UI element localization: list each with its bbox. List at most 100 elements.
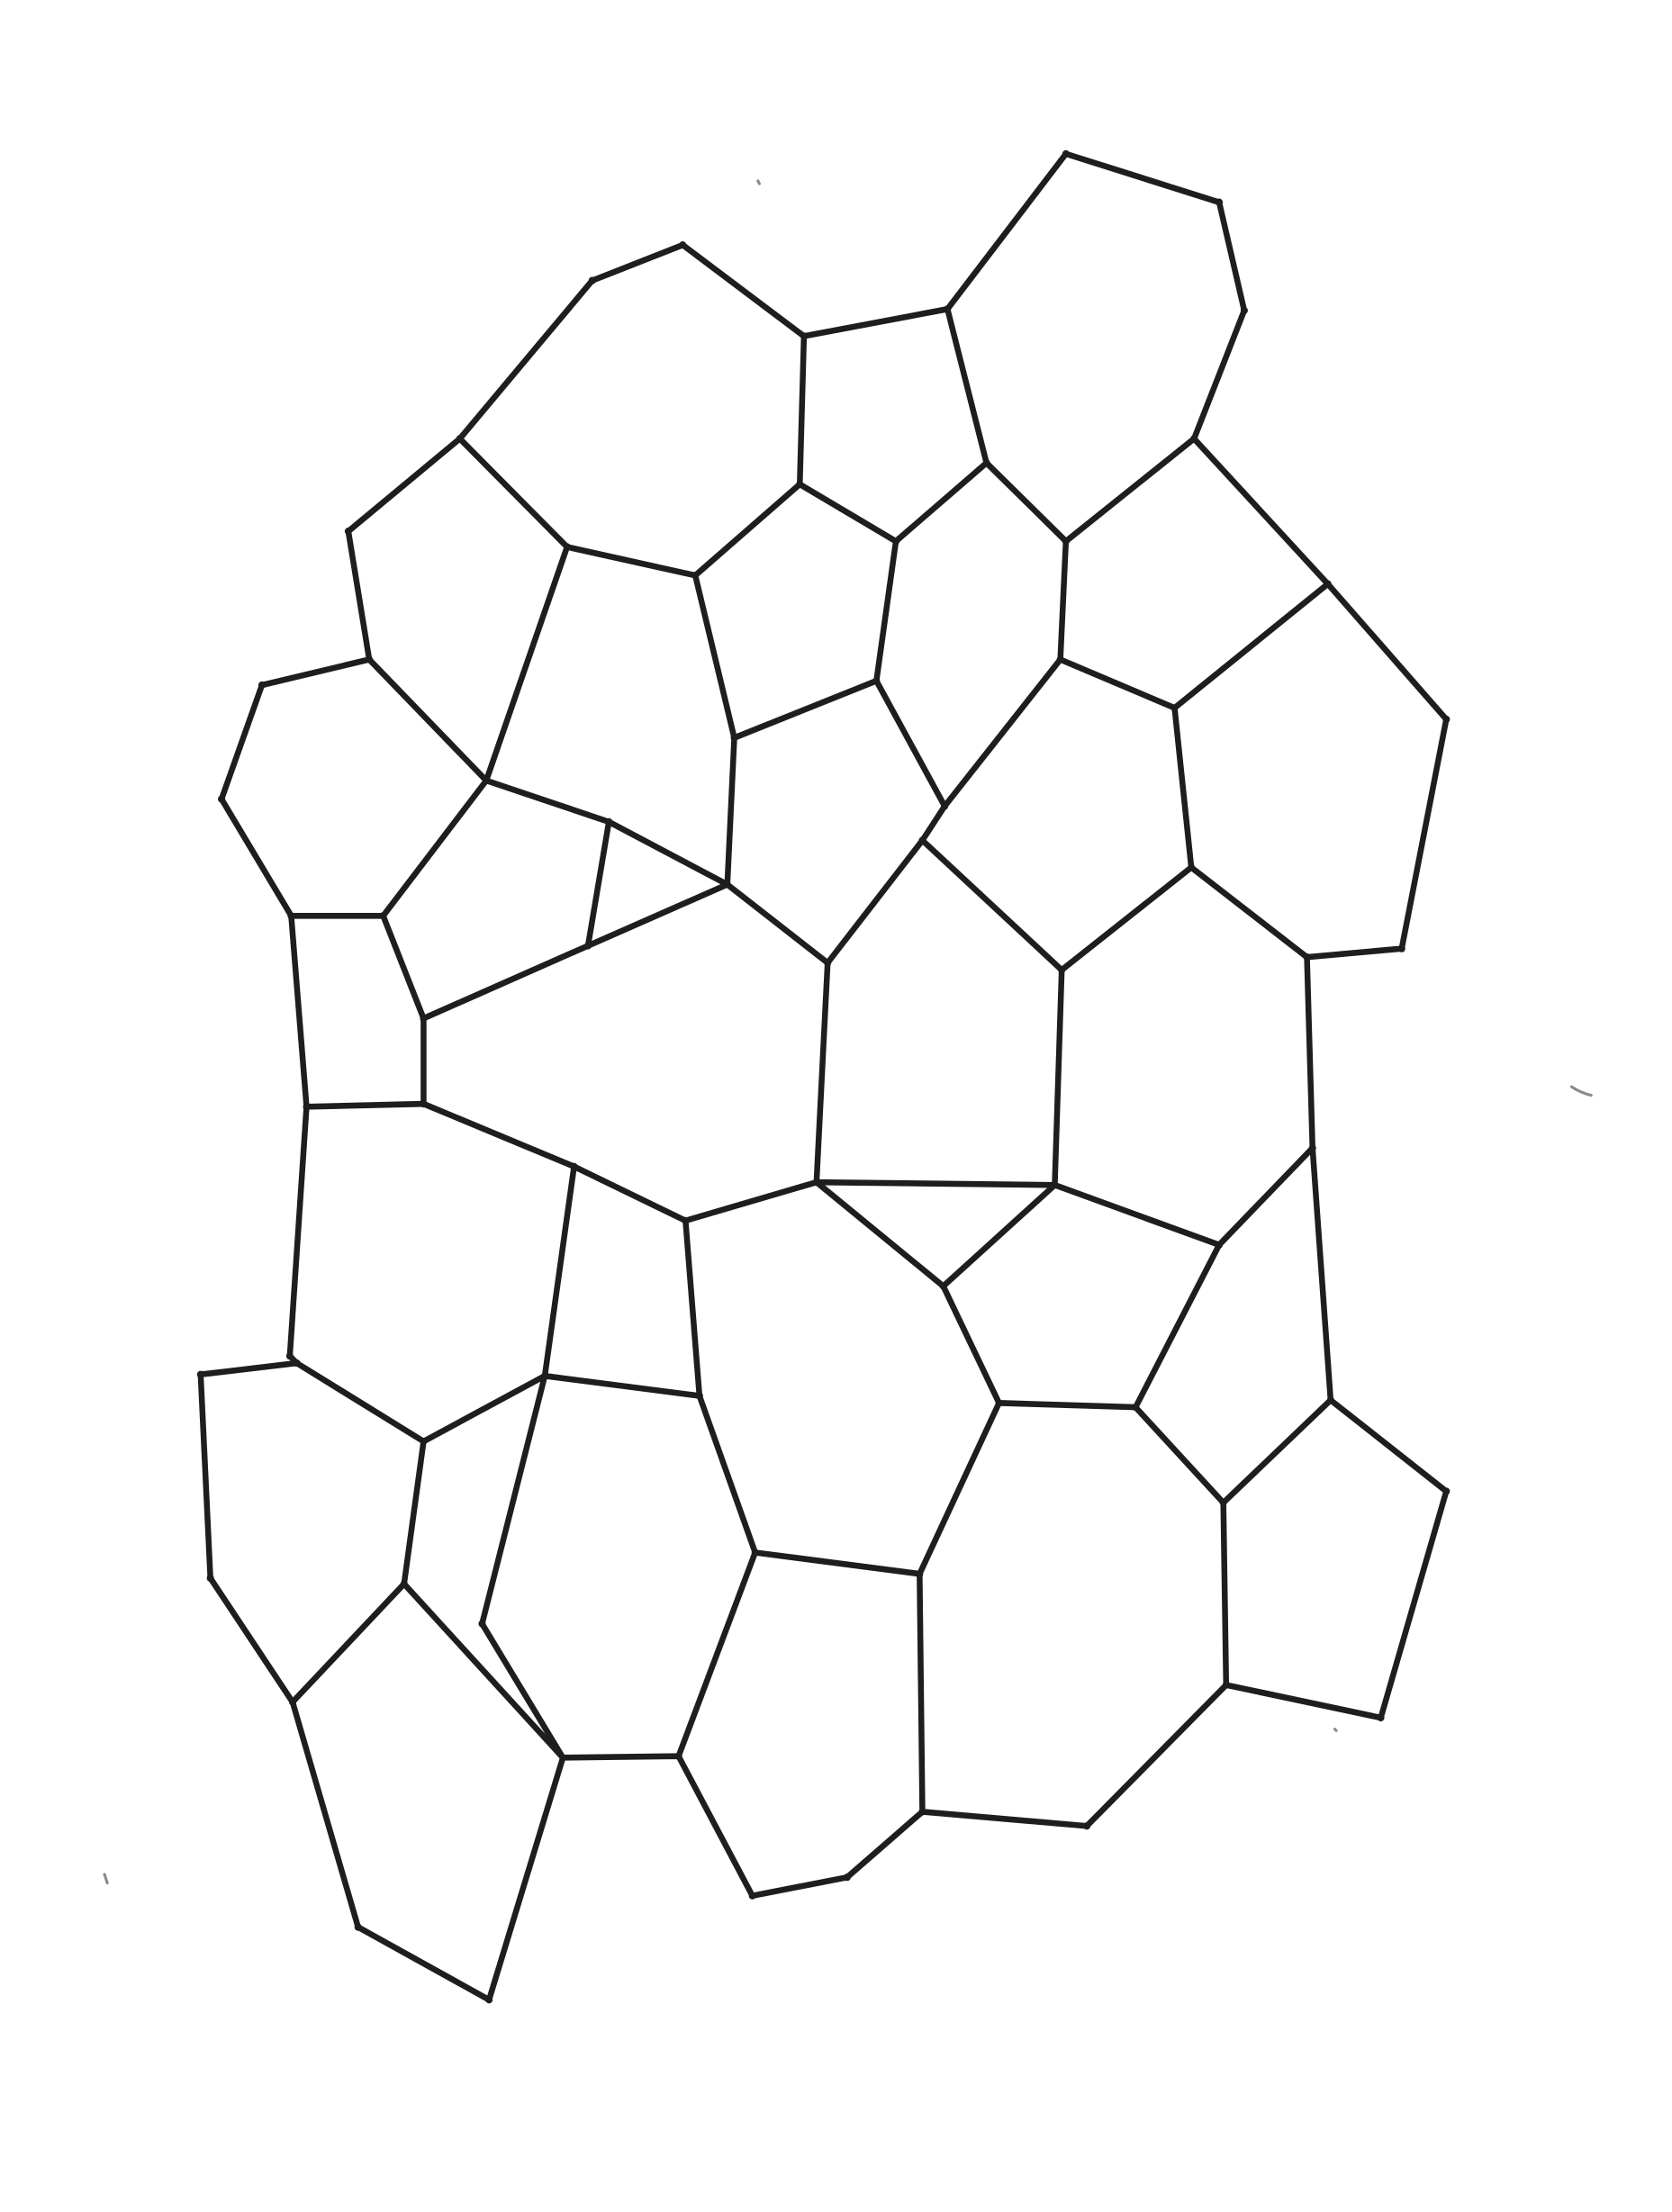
cell-vertex [1397, 944, 1405, 953]
cell-vertex [293, 1359, 301, 1368]
cell-edge [731, 537, 899, 741]
cell-edge [288, 912, 427, 1110]
cell-vertex [258, 681, 266, 690]
cell-vertex [366, 655, 374, 664]
cell-vertex [288, 1698, 296, 1706]
cell-edge [456, 241, 808, 579]
cell-edge [873, 537, 1070, 809]
cell-edge [420, 881, 731, 1022]
cell-vertex [420, 1015, 428, 1023]
cell-vertex [1442, 715, 1451, 724]
cell-vertex [748, 1891, 756, 1900]
cell-edge [218, 656, 490, 919]
cell-vertex [303, 1103, 311, 1111]
cell-vertex [695, 1392, 703, 1400]
cell-edge [1052, 953, 1315, 1249]
cell-edge [797, 305, 990, 545]
cell-vertex [916, 1570, 924, 1578]
cell-vertex [723, 880, 731, 889]
cell-edge [813, 967, 1065, 1188]
cell-vertex [456, 435, 464, 443]
cell-vertex [584, 942, 592, 950]
cell-vertex [541, 1372, 549, 1380]
cell-vertex [344, 528, 352, 536]
cell-vertex [1377, 1713, 1385, 1722]
cell-edge [682, 1217, 1002, 1577]
cell-vertex [1132, 1404, 1140, 1412]
cell-vertex [1056, 655, 1064, 664]
cell-edge [345, 435, 463, 663]
cell-edge [483, 544, 571, 784]
cell-vertex [918, 1808, 926, 1816]
cell-vertex [1324, 580, 1332, 588]
cell-vertex [605, 817, 613, 826]
cell-vertex [796, 480, 804, 489]
cell-vertex [354, 1923, 362, 1931]
cell-vertex [941, 802, 949, 810]
cell-vertex [485, 1996, 493, 2004]
cell-vertex [478, 1620, 486, 1628]
cell-vertex [682, 1216, 690, 1224]
cell-edge [1057, 435, 1332, 711]
cell-edge [1171, 581, 1450, 961]
cell-vertex [812, 1178, 820, 1187]
cell-edge [675, 1549, 758, 1760]
cell-edge [1220, 1396, 1334, 1506]
cell-vertex [1083, 1822, 1091, 1830]
cell-vertex [691, 572, 700, 580]
cell-vertex [1216, 198, 1224, 206]
cell-edge [541, 1163, 703, 1399]
cell-vertex [1442, 1487, 1451, 1495]
cell-vertex [420, 1437, 428, 1446]
cell-edge [917, 1570, 926, 1815]
cell-vertex [1222, 1681, 1230, 1689]
cell-vertex [400, 1580, 408, 1588]
cell-vertex [751, 1548, 759, 1557]
cell-vertex [843, 1873, 851, 1882]
cell-vertex [1216, 1241, 1224, 1249]
cell-edges [197, 150, 1450, 2003]
cell-vertex [1240, 306, 1248, 315]
cell-edge [584, 818, 612, 949]
cell-vertex [982, 459, 990, 467]
cell-vertex [1062, 149, 1070, 158]
cell-vertex [1326, 1396, 1334, 1404]
cell-vertex [995, 1399, 1003, 1407]
cell-vertex [872, 677, 881, 685]
cell-vertex [588, 276, 596, 284]
cell-edge [724, 735, 948, 966]
cell-edge [1132, 1144, 1450, 1721]
cell-vertex [1308, 1144, 1316, 1152]
cell-edge [940, 1283, 1139, 1411]
cell-vertex [800, 332, 808, 340]
cell-vertex [892, 537, 900, 546]
cell-vertex [1058, 966, 1066, 974]
cell-vertex [824, 959, 832, 967]
cell-vertex [679, 241, 687, 249]
cell-vertex [483, 776, 491, 785]
cell-vertex [1190, 435, 1198, 443]
cell-edge [380, 912, 831, 1224]
cell-vertex [730, 734, 738, 742]
cell-vertex [218, 795, 226, 803]
cell-vertex [939, 1282, 947, 1290]
cell-vertex [1170, 704, 1179, 712]
cell-vertex [206, 1574, 214, 1583]
cell-vertex [379, 912, 387, 920]
cell-edge [919, 837, 1195, 973]
cell-vertex [287, 912, 295, 920]
cell-vertex [1062, 537, 1070, 546]
cell-vertex [570, 1162, 578, 1170]
cell-edge [401, 1438, 566, 1761]
cell-edge [691, 572, 737, 741]
cell-vertex [196, 1370, 204, 1378]
cell-edge [479, 1621, 1230, 1900]
cell-vertex [420, 1100, 428, 1108]
cell-vertex [918, 836, 926, 844]
cell-vertex [1188, 863, 1196, 871]
cell-edge [944, 150, 1248, 545]
cell-vertex [674, 1752, 682, 1760]
cell-edge [286, 1103, 548, 1627]
